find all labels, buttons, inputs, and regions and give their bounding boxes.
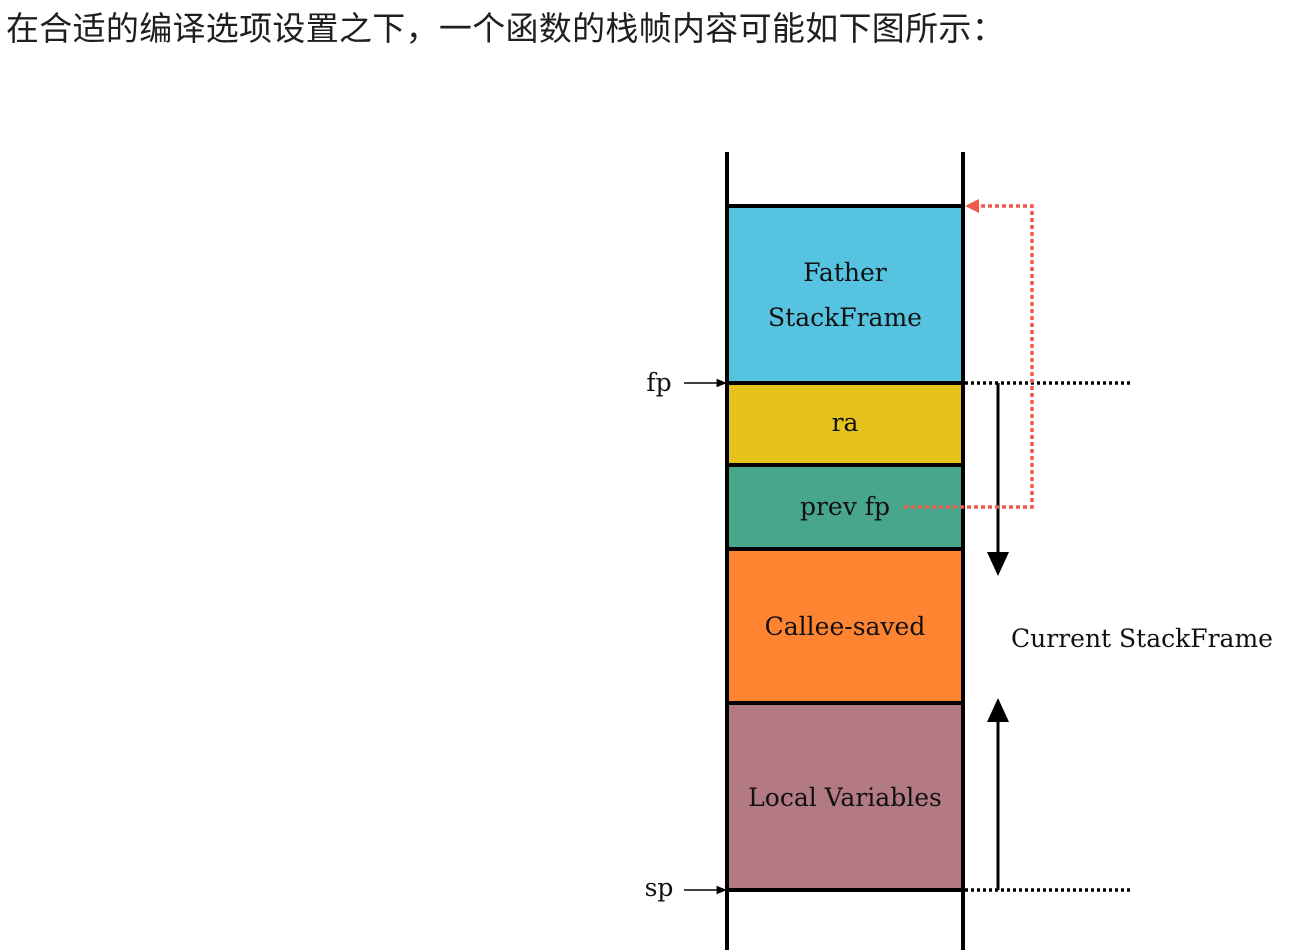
block-callee-saved-rect [725,547,965,705]
block-father-label-1: Father [803,258,886,287]
block-callee-saved-label: Callee-saved [765,612,926,641]
sp-pointer-label: sp [645,873,674,902]
block-callee-saved: Callee-saved [725,547,965,705]
block-local-variables-label: Local Variables [748,783,942,812]
frame-up-arrow-head [987,698,1009,722]
frame-down-arrow-head [987,552,1009,576]
block-ra: ra [725,381,965,467]
current-stackframe-label: Current StackFrame [1011,624,1273,653]
prev-fp-link-arrowhead [965,199,979,213]
fp-pointer-label: fp [646,368,671,397]
prev-fp-link [904,204,1034,509]
page-heading: 在合适的编译选项设置之下，一个函数的栈帧内容可能如下图所示： [6,9,1005,48]
block-local-variables-rect [725,701,965,892]
block-father-stackframe: Father StackFrame [725,204,965,385]
block-local-variables: Local Variables [725,701,965,892]
block-father-rect [725,204,965,385]
block-ra-rect [725,381,965,467]
block-prev-fp-label: prev fp [800,492,890,521]
block-ra-label: ra [832,408,859,437]
block-father-label-2: StackFrame [768,303,922,332]
